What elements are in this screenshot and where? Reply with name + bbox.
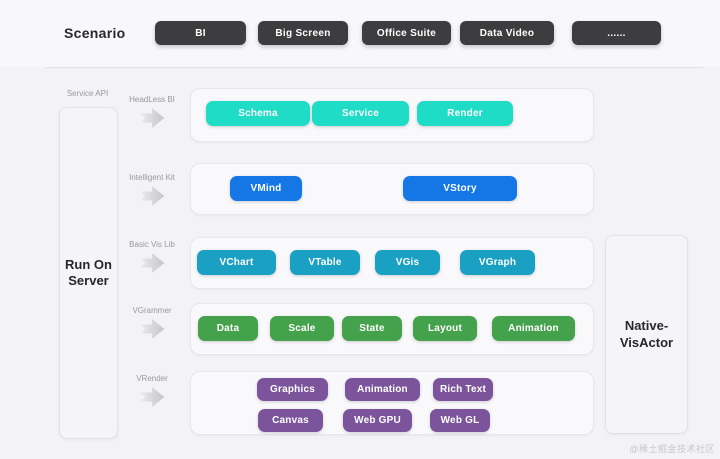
header-divider xyxy=(45,67,703,68)
scenario-chip-big-screen: Big Screen xyxy=(258,21,348,45)
native-visactor-line1: Native- xyxy=(624,318,669,334)
node-animation-render: Animation xyxy=(345,378,420,401)
node-schema: Schema xyxy=(206,101,310,126)
stage-vrender: VRender xyxy=(120,374,184,407)
node-rich-text: Rich Text xyxy=(433,378,493,401)
watermark: @稀土掘金技术社区 xyxy=(629,444,715,454)
service-api-caption: Service API xyxy=(66,89,109,98)
native-visactor-box: Native- VisActor xyxy=(605,235,688,434)
node-service: Service xyxy=(312,101,409,126)
run-on-server-line2: Server xyxy=(68,273,109,288)
right-arrow-icon xyxy=(139,387,165,407)
node-animation: Animation xyxy=(492,316,575,341)
stage-vgrammer: VGrammer xyxy=(120,306,184,339)
node-vstory: VStory xyxy=(403,176,517,201)
run-on-server-box: Run On Server xyxy=(59,107,118,439)
native-visactor-line2: VisActor xyxy=(619,334,674,350)
node-scale: Scale xyxy=(270,316,334,341)
scenario-label: Scenario xyxy=(64,25,126,41)
stage-basic-vis-lib: Basic Vis Lib xyxy=(120,240,184,273)
stage-label-basic-vis-lib: Basic Vis Lib xyxy=(129,240,175,249)
node-state: State xyxy=(342,316,402,341)
scenario-chip-office-suite: Office Suite xyxy=(362,21,451,45)
right-arrow-icon xyxy=(139,186,165,206)
node-web-gl: Web GL xyxy=(430,409,490,432)
stage-label-intelligent-kit: Intelligent Kit xyxy=(129,173,175,182)
node-vchart: VChart xyxy=(197,250,276,275)
stage-headless-bi: HeadLess BI xyxy=(120,95,184,128)
stage-label-headless-bi: HeadLess BI xyxy=(129,95,175,104)
right-arrow-icon xyxy=(139,108,165,128)
scenario-chip-bi: BI xyxy=(155,21,246,45)
stage-label-vrender: VRender xyxy=(136,374,168,383)
node-data: Data xyxy=(198,316,258,341)
node-web-gpu: Web GPU xyxy=(343,409,412,432)
scenario-chip-data-video: Data Video xyxy=(460,21,554,45)
node-vgraph: VGraph xyxy=(460,250,535,275)
right-arrow-icon xyxy=(139,253,165,273)
node-graphics: Graphics xyxy=(257,378,328,401)
run-on-server-line1: Run On xyxy=(65,256,112,272)
node-render: Render xyxy=(417,101,513,126)
node-vmind: VMind xyxy=(230,176,302,201)
stage-intelligent-kit: Intelligent Kit xyxy=(120,173,184,206)
node-vtable: VTable xyxy=(290,250,360,275)
node-vgis: VGis xyxy=(375,250,440,275)
node-canvas: Canvas xyxy=(258,409,323,432)
stage-label-vgrammer: VGrammer xyxy=(132,306,172,315)
scenario-chip-more: ...... xyxy=(572,21,661,45)
node-layout: Layout xyxy=(413,316,477,341)
right-arrow-icon xyxy=(139,319,165,339)
